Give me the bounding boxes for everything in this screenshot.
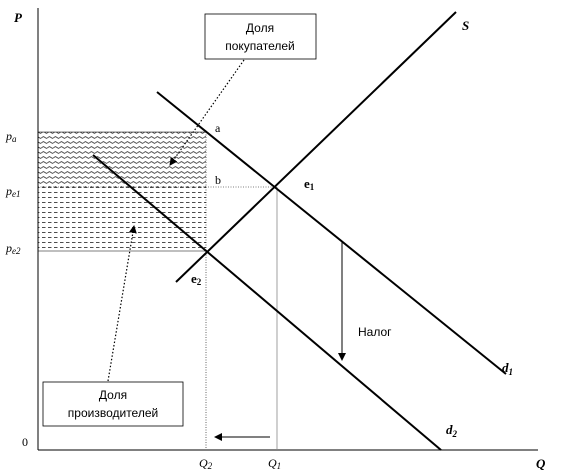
producers-share-box bbox=[42, 381, 184, 427]
demand2-label: d2 bbox=[446, 422, 458, 439]
y-axis-label: P bbox=[14, 10, 23, 25]
demand-curve-d2 bbox=[92, 154, 442, 451]
demand-curve-d1 bbox=[156, 91, 507, 375]
buyers-share-pointer bbox=[169, 59, 245, 166]
producers-share-area bbox=[38, 187, 206, 251]
qty-label-q2: Q2 bbox=[199, 456, 213, 471]
qty-label-q1: Q1 bbox=[268, 456, 281, 471]
x-axis-label: Q bbox=[536, 456, 546, 471]
point-e2-label: e2 bbox=[191, 271, 202, 287]
demand1-label: d1 bbox=[502, 360, 513, 377]
supply-curve bbox=[175, 11, 457, 283]
buyers-share-box bbox=[204, 13, 317, 60]
supply-label: S bbox=[462, 18, 469, 33]
price-label-pe2: pe2 bbox=[5, 241, 21, 256]
point-b-label: b bbox=[215, 173, 221, 187]
price-label-pe1: pe1 bbox=[5, 184, 21, 199]
price-label-pa: pa bbox=[5, 129, 17, 144]
buyers-share-area bbox=[38, 132, 206, 187]
producers-share-line1: Доля bbox=[99, 388, 127, 402]
buyers-share-line1: Доля bbox=[246, 21, 274, 35]
point-e1-label: e1 bbox=[304, 176, 315, 192]
point-a-label: a bbox=[215, 121, 221, 135]
buyers-share-line2: покупателей bbox=[225, 39, 294, 53]
origin-label: 0 bbox=[22, 435, 28, 449]
producers-share-pointer bbox=[107, 225, 137, 382]
tax-label: Налог bbox=[358, 325, 392, 339]
producers-share-line2: производителей bbox=[68, 406, 158, 420]
